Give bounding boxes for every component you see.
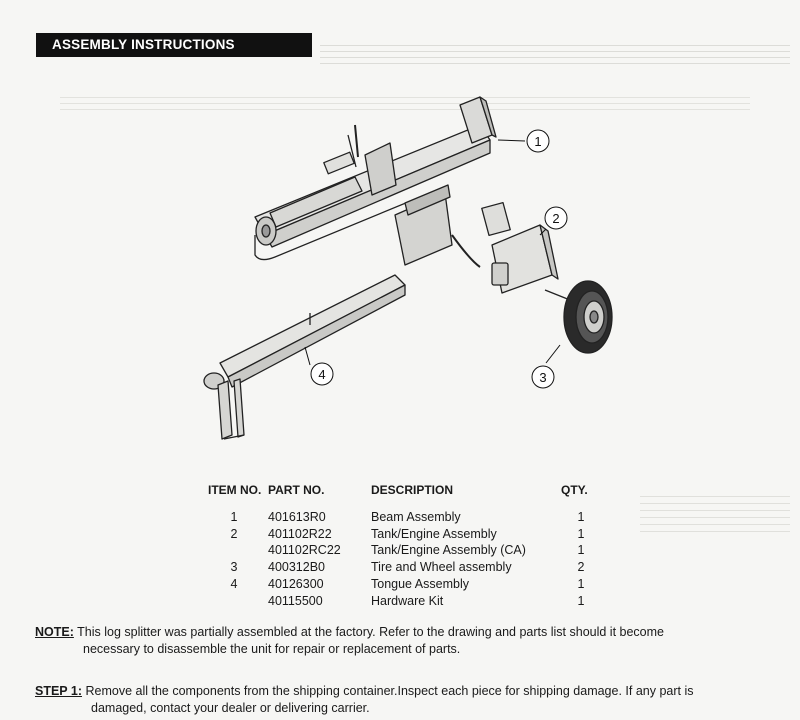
description: Tire and Wheel assembly <box>371 560 512 575</box>
part-no: 401613R0 <box>268 510 326 524</box>
description: Beam Assembly <box>371 510 461 524</box>
note-paragraph: NOTE: This log splitter was partially as… <box>35 624 755 658</box>
qty: 2 <box>577 560 585 575</box>
item-no <box>200 542 268 559</box>
note-line-2: necessary to disassemble the unit for re… <box>83 642 461 656</box>
qty: 1 <box>577 510 585 524</box>
bleed-through-text <box>640 490 790 534</box>
column-header-description: DESCRIPTION <box>371 483 454 497</box>
beam-assembly <box>254 96 497 261</box>
section-header: ASSEMBLY INSTRUCTIONS <box>36 33 312 57</box>
item-no: 2 <box>230 526 238 541</box>
tongue-assembly <box>203 274 406 440</box>
callout-4-label: 4 <box>318 367 325 382</box>
column-header-part: PART NO. <box>268 483 325 497</box>
qty: 1 <box>577 576 585 591</box>
description: Tank/Engine Assembly <box>371 526 497 541</box>
step-1-line-2: damaged, contact your dealer or deliveri… <box>91 701 370 715</box>
bleed-through-text <box>320 40 790 68</box>
qty: 1 <box>577 593 585 608</box>
tank-engine-assembly <box>394 184 571 301</box>
log-splitter-diagram: 1 2 3 4 <box>203 96 613 440</box>
tire-wheel-assembly <box>563 280 613 354</box>
table-row: 2 401102R22 Tank/Engine Assembly 1 <box>200 526 601 543</box>
callout-4 <box>310 362 334 386</box>
note-label: NOTE: <box>35 625 74 639</box>
note-line-1: This log splitter was partially assemble… <box>77 625 664 639</box>
step-1-paragraph: STEP 1: Remove all the components from t… <box>35 683 775 717</box>
table-header-row: ITEM NO. PART NO. DESCRIPTION QTY. <box>200 483 601 509</box>
callout-2 <box>544 206 568 230</box>
callout-1-label: 1 <box>534 134 541 149</box>
part-no: 40126300 <box>268 576 324 591</box>
part-no: 401102R22 <box>268 526 332 541</box>
qty: 1 <box>577 543 585 558</box>
table-row: 4 40126300 Tongue Assembly 1 <box>200 576 601 593</box>
part-no: 400312B0 <box>268 560 326 575</box>
description: Tongue Assembly <box>371 576 469 591</box>
callout-3 <box>531 365 555 389</box>
bleed-through-text <box>60 92 750 114</box>
table-row: 40115500 Hardware Kit 1 <box>200 593 601 610</box>
description: Hardware Kit <box>371 593 444 608</box>
description: Tank/Engine Assembly (CA) <box>371 543 526 558</box>
parts-table: ITEM NO. PART NO. DESCRIPTION QTY. 1 401… <box>200 483 601 609</box>
parts-list: ITEM NO. PART NO. DESCRIPTION QTY. 1 401… <box>200 483 620 609</box>
item-no: 4 <box>230 576 238 591</box>
table-row: 3 400312B0 Tire and Wheel assembly 2 <box>200 559 601 576</box>
step-1-line-1: Remove all the components from the shipp… <box>85 684 694 698</box>
column-header-item: ITEM NO. <box>208 483 262 497</box>
item-no <box>200 593 268 610</box>
part-no: 40115500 <box>268 593 323 608</box>
qty: 1 <box>577 526 585 541</box>
callout-2-label: 2 <box>552 211 559 226</box>
step-1-label: STEP 1: <box>35 684 83 698</box>
callout-3-label: 3 <box>539 370 546 385</box>
callout-1 <box>526 129 550 153</box>
column-header-qty: QTY. <box>561 483 588 497</box>
item-no: 1 <box>230 510 238 524</box>
part-no: 401102RC22 <box>268 543 341 558</box>
table-row: 401102RC22 Tank/Engine Assembly (CA) 1 <box>200 542 601 559</box>
table-row: 1 401613R0 Beam Assembly 1 <box>200 509 601 526</box>
item-no: 3 <box>230 560 238 575</box>
